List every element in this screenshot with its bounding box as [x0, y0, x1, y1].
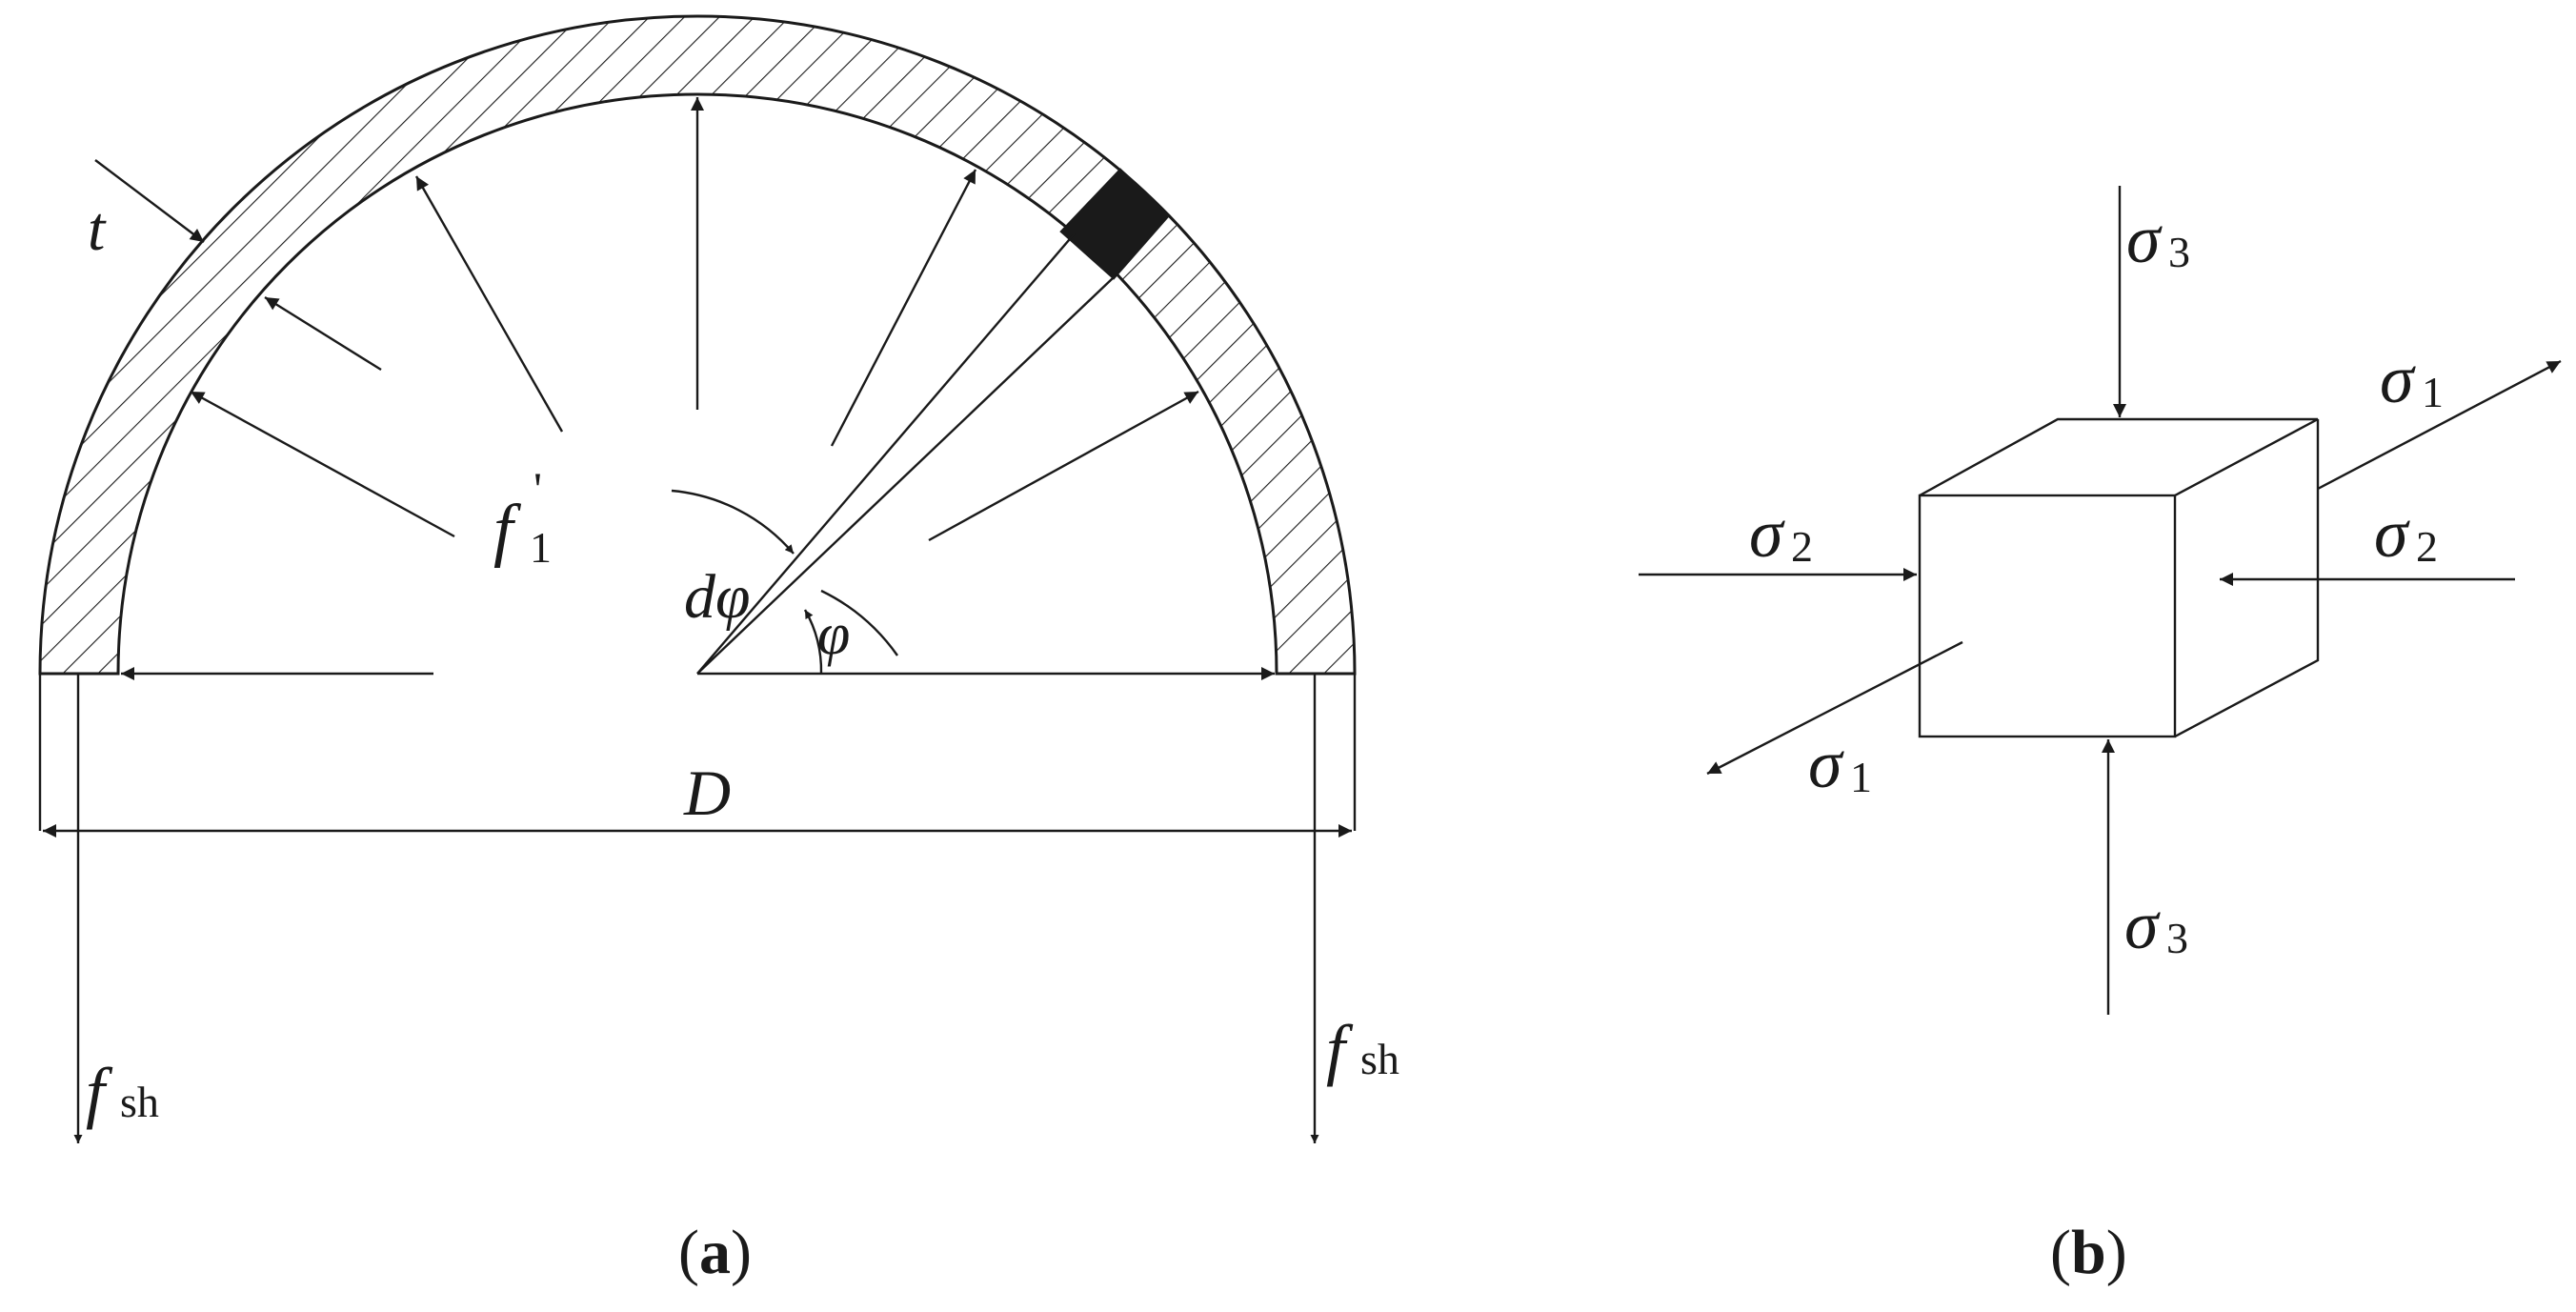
- label-sigma2-left: σ: [1749, 495, 1785, 572]
- label-sigma1-right: σ: [2380, 341, 2416, 417]
- pressure-arrow-2: [264, 295, 382, 372]
- panel-a: [38, 14, 1357, 1143]
- label-sigma3-top-sub: 3: [2168, 228, 2190, 276]
- label-sigma1-left-sub: 1: [1850, 753, 1872, 801]
- phi-arc-ext: [820, 589, 898, 656]
- label-confining-f: f: [493, 491, 522, 569]
- wedge-ray-upper: [696, 232, 1076, 675]
- label-sigma3-bottom: σ: [2124, 887, 2161, 963]
- caption-b: (b): [2050, 1218, 2127, 1287]
- label-sigma2-right-sub: 2: [2416, 522, 2438, 571]
- dphi-arc: [671, 489, 795, 555]
- pressure-arrow-6: [928, 390, 1199, 542]
- label-sigma3-bottom-sub: 3: [2166, 914, 2188, 962]
- phi-arc: [803, 609, 823, 675]
- cube-side-face: [2174, 419, 2320, 738]
- label-sigma3-top: σ: [2126, 201, 2163, 277]
- label-fsh-left: f: [86, 1054, 113, 1130]
- thickness-arrow: [94, 159, 205, 243]
- label-fsh-right: f: [1326, 1011, 1354, 1087]
- wedge-ray-lower: [696, 277, 1114, 675]
- label-confining-f-sub: 1: [530, 523, 552, 572]
- label-confining-f-prime: ': [533, 462, 542, 515]
- cube-top-face: [1919, 417, 2319, 497]
- label-thickness-t: t: [88, 194, 107, 264]
- sigma1-left-arrow: [1706, 640, 1963, 776]
- cube-front-face: [1918, 494, 2177, 738]
- pressure-arrow-5: [830, 169, 977, 447]
- label-sigma2-right: σ: [2374, 495, 2410, 572]
- pressure-arrow-1: [190, 390, 455, 538]
- label-sigma1-left: σ: [1808, 726, 1844, 802]
- caption-a: (a): [678, 1218, 752, 1287]
- label-diameter-d: D: [683, 757, 731, 829]
- label-fsh-left-sub: sh: [120, 1078, 159, 1126]
- label-dphi: dφ: [684, 562, 751, 632]
- panel-b: [1639, 186, 2562, 1015]
- tube-wall-section: [38, 14, 1357, 676]
- sigma1-right-arrow: [2317, 359, 2562, 491]
- label-sigma1-right-sub: 1: [2422, 368, 2444, 416]
- label-sigma2-left-sub: 2: [1791, 522, 1813, 571]
- element-block: [1059, 168, 1171, 280]
- label-fsh-right-sub: sh: [1360, 1035, 1399, 1083]
- label-phi: φ: [817, 602, 850, 667]
- pressure-arrow-3: [414, 175, 564, 433]
